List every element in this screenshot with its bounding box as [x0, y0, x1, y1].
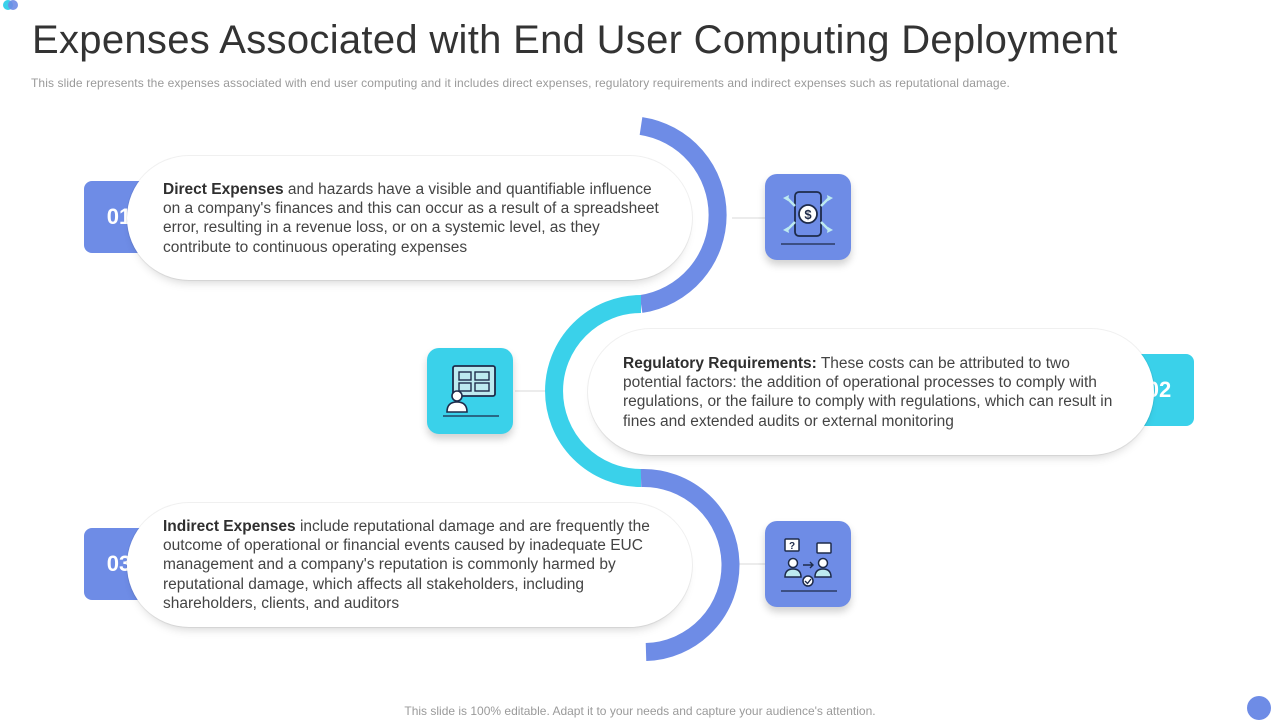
people-discussion-icon: ?: [765, 521, 851, 607]
item-body: These costs can be attributed to two pot…: [623, 355, 1113, 430]
presentation-screen-icon: [427, 348, 513, 434]
item-card-regulatory-requirements: Regulatory Requirements: These costs can…: [588, 329, 1154, 455]
item-card-direct-expenses: Direct Expenses and hazards have a visib…: [127, 156, 692, 280]
arc-bottom: [640, 468, 740, 661]
corner-decoration: [3, 0, 19, 10]
page-subtitle: This slide represents the expenses assoc…: [31, 76, 1010, 90]
item-body: and hazards have a visible and quantifia…: [163, 181, 659, 256]
svg-text:?: ?: [789, 541, 795, 552]
page-title: Expenses Associated with End User Comput…: [32, 18, 1118, 62]
item-text: Indirect Expenses include reputational d…: [163, 517, 663, 613]
item-heading: Regulatory Requirements:: [623, 355, 817, 372]
item-text: Regulatory Requirements: These costs can…: [623, 354, 1123, 431]
corner-circle-decoration: [1247, 696, 1271, 720]
arc-top: [639, 117, 727, 313]
mobile-dollar-icon: $: [765, 174, 851, 260]
item-heading: Direct Expenses: [163, 181, 284, 198]
footer-note: This slide is 100% editable. Adapt it to…: [404, 704, 876, 718]
arc-middle: [545, 295, 642, 487]
item-heading: Indirect Expenses: [163, 518, 296, 535]
item-text: Direct Expenses and hazards have a visib…: [163, 180, 663, 257]
item-body: include reputational damage and are freq…: [163, 518, 650, 612]
item-card-indirect-expenses: Indirect Expenses include reputational d…: [127, 503, 692, 627]
svg-text:$: $: [804, 207, 812, 222]
